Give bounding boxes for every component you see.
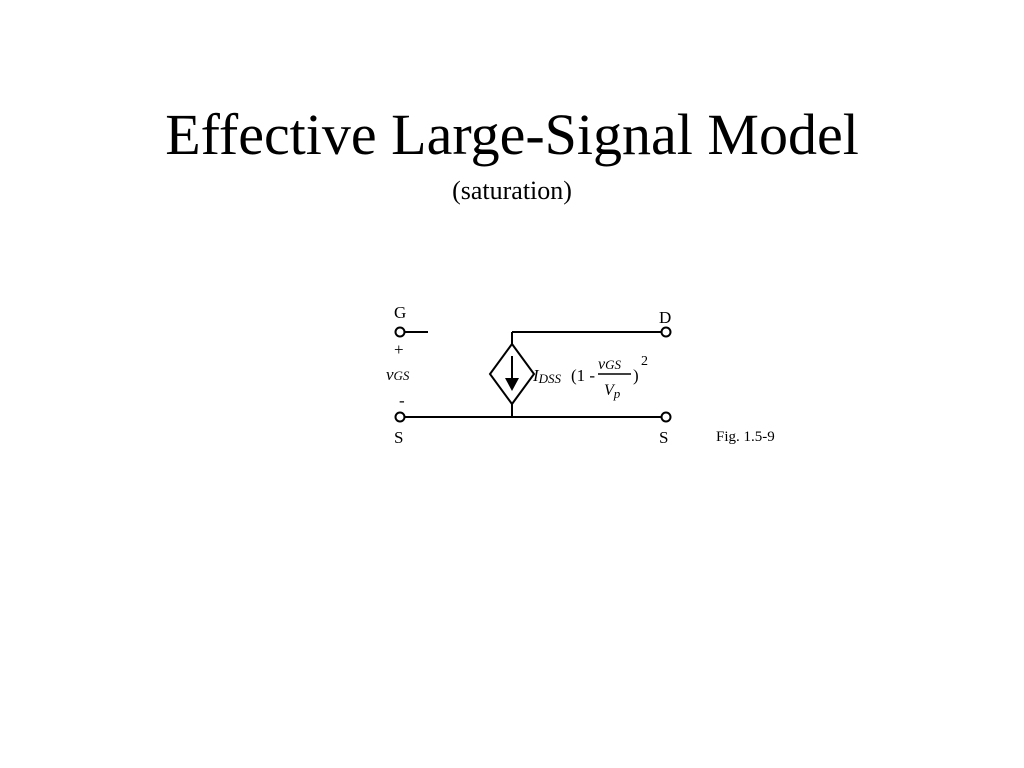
slide-subtitle: (saturation)	[452, 176, 572, 205]
expr-close: )	[633, 366, 639, 385]
current-expression: IDSS (1 - vGS Vp ) 2	[532, 354, 648, 401]
vgs-label: vGS	[386, 365, 410, 384]
expr-exponent: 2	[641, 354, 648, 369]
expr-i-sub: DSS	[538, 371, 562, 386]
expr-denominator: Vp	[604, 382, 621, 401]
slide-title: Effective Large-Signal Model	[165, 102, 859, 167]
expr-den-sub: p	[613, 386, 621, 401]
expr-i-letter: I	[532, 366, 540, 385]
expr-num-sub: GS	[605, 357, 621, 372]
gate-label: G	[394, 303, 406, 322]
source-right-label: S	[659, 428, 668, 447]
expr-open: (1 -	[571, 366, 595, 385]
expr-den-v: V	[604, 382, 616, 399]
figure-caption: Fig. 1.5-9	[716, 429, 775, 445]
vgs-v: v	[386, 365, 394, 384]
minus-sign: -	[399, 391, 405, 410]
vgs-sub: GS	[394, 368, 410, 383]
plus-sign: +	[394, 340, 404, 359]
expr-num-v: v	[598, 356, 606, 373]
source-right-terminal	[660, 411, 672, 423]
source-left-label: S	[394, 428, 403, 447]
expr-numerator: vGS	[598, 356, 621, 373]
gate-terminal	[394, 326, 406, 338]
expr-i: IDSS	[532, 366, 562, 386]
source-left-terminal	[394, 411, 406, 423]
drain-label: D	[659, 308, 671, 327]
drain-terminal	[660, 326, 672, 338]
dependent-current-source-icon	[488, 342, 536, 406]
